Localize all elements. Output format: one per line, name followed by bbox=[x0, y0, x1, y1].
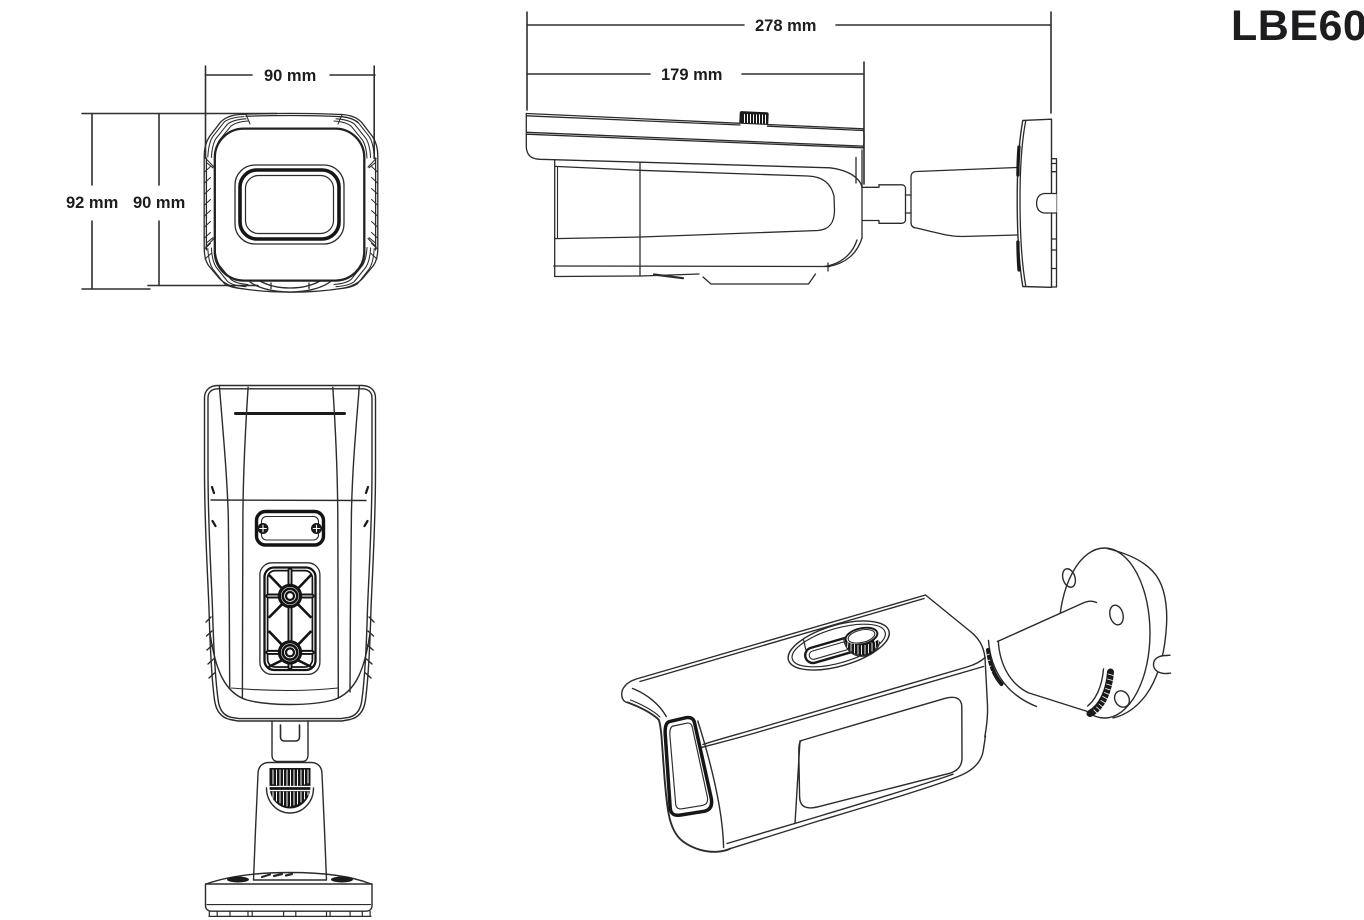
svg-text:92 mm: 92 mm bbox=[66, 194, 118, 212]
svg-text:278 mm: 278 mm bbox=[755, 17, 816, 35]
svg-text:90 mm: 90 mm bbox=[264, 67, 316, 85]
svg-text:90 mm: 90 mm bbox=[133, 194, 185, 212]
svg-text:179 mm: 179 mm bbox=[661, 66, 722, 84]
svg-text:LBE60: LBE60 bbox=[1231, 2, 1364, 50]
